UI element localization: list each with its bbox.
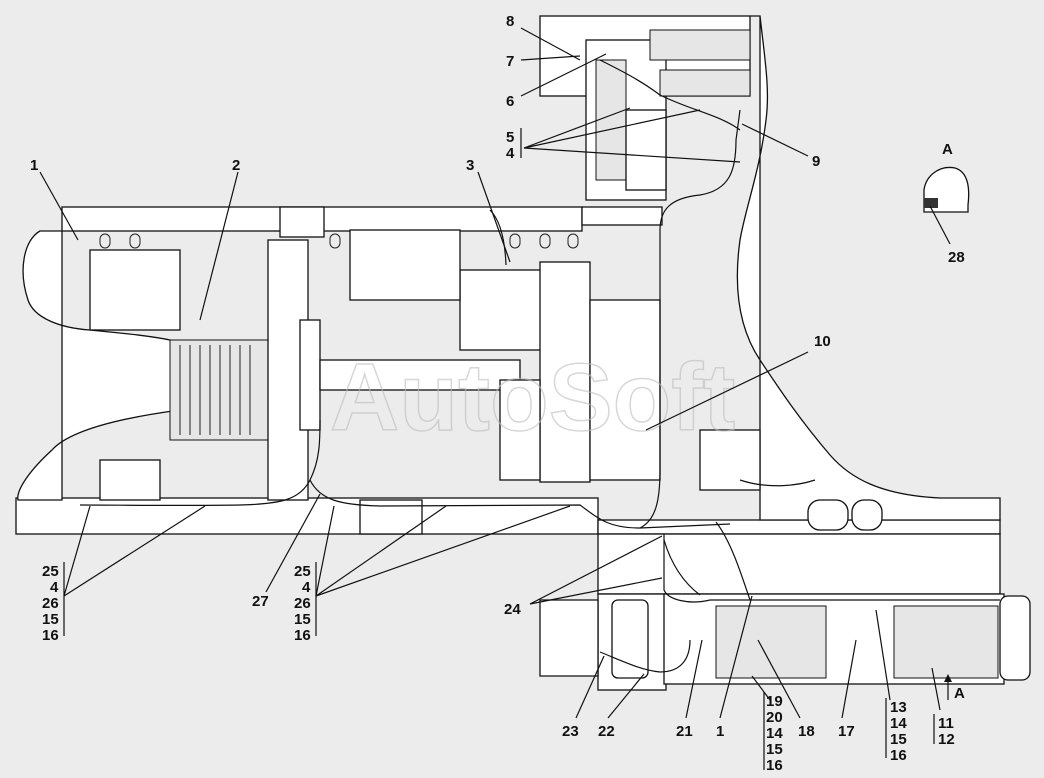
callout-24: 24 <box>504 601 521 618</box>
stack-19-item: 19 <box>766 693 783 710</box>
callout-7: 7 <box>506 53 514 70</box>
stack-13-item: 13 <box>890 699 907 716</box>
stack-11-item: 12 <box>938 731 955 748</box>
stack-19-item: 16 <box>766 757 783 774</box>
callout-23: 23 <box>562 723 579 740</box>
stack-middle: 25 4 26 15 16 <box>294 563 311 644</box>
callout-1-bottom: 1 <box>716 723 724 740</box>
stack-19-item: 14 <box>766 725 783 742</box>
stack-11-item: 11 <box>938 715 954 732</box>
arrow-a-label: A <box>954 685 965 702</box>
stack-middle-item: 16 <box>294 627 311 644</box>
callout-1-top: 1 <box>30 157 38 174</box>
callout-21: 21 <box>676 723 693 740</box>
engine-assembly <box>89 229 761 501</box>
leader-lines <box>39 27 952 770</box>
watermark: AutoSoft <box>330 344 735 451</box>
stack-13-item: 16 <box>890 747 907 764</box>
callout-labels: 1 2 3 8 7 6 5 4 9 10 A 28 27 24 23 22 21… <box>30 13 965 740</box>
stack-middle-item: 26 <box>294 595 311 612</box>
stack-left-item: 16 <box>42 627 59 644</box>
stack-13-item: 14 <box>890 715 907 732</box>
stack-11: 11 12 <box>938 715 955 748</box>
callout-8: 8 <box>506 13 514 30</box>
stack-left-item: 4 <box>50 579 59 596</box>
stack-left-item: 26 <box>42 595 59 612</box>
stack-middle-item: 25 <box>294 563 311 580</box>
callout-3: 3 <box>466 157 474 174</box>
stack-13: 13 14 15 16 <box>890 699 907 764</box>
battery-compartment <box>539 499 1031 691</box>
callout-18: 18 <box>798 723 815 740</box>
view-a-label: A <box>942 141 953 158</box>
callout-17: 17 <box>838 723 855 740</box>
stack-19-item: 20 <box>766 709 783 726</box>
callout-2: 2 <box>232 157 240 174</box>
callout-27: 27 <box>252 593 269 610</box>
stack-left-item: 25 <box>42 563 59 580</box>
view-a-detail <box>923 166 970 213</box>
callout-4-top: 4 <box>506 145 515 162</box>
wire-harness <box>79 109 1000 673</box>
callout-5: 5 <box>506 129 514 146</box>
cab-compartment <box>539 15 751 201</box>
stack-left-item: 15 <box>42 611 59 628</box>
stack-19: 19 20 14 15 16 <box>766 693 783 774</box>
stack-middle-item: 15 <box>294 611 311 628</box>
callout-6: 6 <box>506 93 514 110</box>
stack-left: 25 4 26 15 16 <box>42 563 59 644</box>
callout-22: 22 <box>598 723 615 740</box>
stack-middle-item: 4 <box>302 579 311 596</box>
callout-10: 10 <box>814 333 831 350</box>
callout-9: 9 <box>812 153 820 170</box>
stack-13-item: 15 <box>890 731 907 748</box>
stack-19-item: 15 <box>766 741 783 758</box>
callout-28: 28 <box>948 249 965 266</box>
